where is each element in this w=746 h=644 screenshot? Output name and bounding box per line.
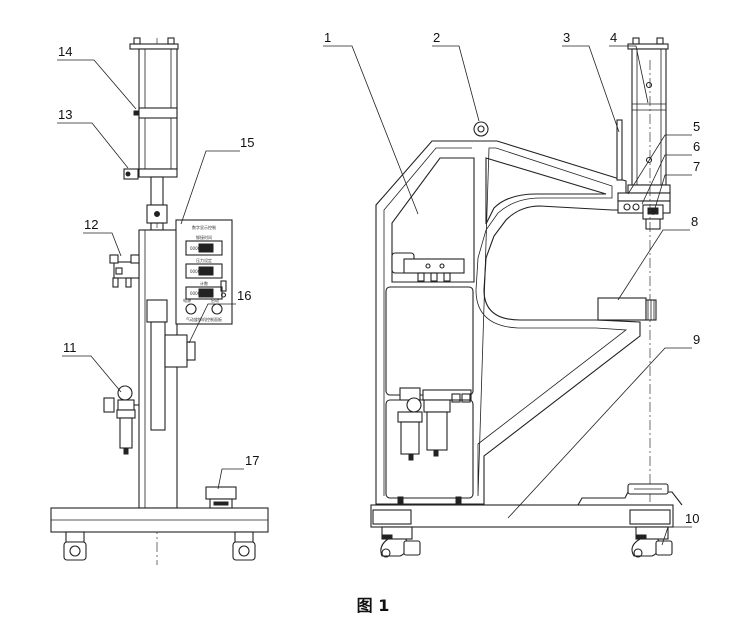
front-solenoid-valve [391,252,465,282]
callout-7: 7 [693,159,700,174]
callout-6: 6 [693,139,700,154]
side-piston-rod [150,176,164,206]
front-anvil [597,297,657,321]
callout-13: 13 [58,107,72,122]
panel-row-label: 压力设定 [196,257,212,263]
frame-window-upper [391,157,475,283]
callout-8: 8 [691,214,698,229]
front-caster-left [380,526,421,558]
frame-window-arm [485,157,607,225]
callout-4: 4 [610,30,617,45]
panel-footer: 气动旋铆机控制面板 [186,316,222,322]
front-caster-right [631,526,673,558]
display-1-value: 0000 [190,246,201,251]
lifting-eye [473,121,489,137]
switch-label: 电源 [183,297,191,303]
power-switch[interactable] [185,303,197,315]
display-2-value: 0000 [190,269,201,274]
display-3-value: 0000 [190,291,201,296]
figure-caption: 图 1 [357,596,390,615]
front-cylinder [627,37,671,194]
frame-window-middle [385,286,474,396]
guide-column [616,119,623,181]
side-slide-block [146,299,168,323]
side-anvil-holder [164,334,188,368]
side-view: 数字显示控制 铆接时间 0000 压力设定 0000 计数 0000 电源 启动… [50,37,269,565]
callout-12: 12 [84,217,98,232]
panel-row-label: 铆接时间 [196,234,212,240]
front-rivet-head [617,192,671,230]
side-foot-pedal [205,486,237,509]
callout-14: 14 [58,44,72,59]
panel-row-label: 计数 [200,280,208,286]
callout-10: 10 [685,511,699,526]
callout-15: 15 [240,135,254,150]
callout-3: 3 [563,30,570,45]
front-base [370,504,674,528]
side-solenoid-valve [109,254,140,288]
callout-labels: 14 13 15 12 16 11 17 1 2 3 4 5 6 7 8 9 1… [57,30,700,546]
switch-label: 启动 [211,297,219,303]
callout-5: 5 [693,119,700,134]
side-filter-regulator [103,385,139,455]
front-filter-units [397,387,472,461]
front-foot-pedal [577,483,683,506]
key-icon [220,280,227,292]
side-caster-left [63,531,87,561]
callout-16: 16 [237,288,251,303]
callout-9: 9 [693,332,700,347]
side-cylinder [123,37,179,180]
side-caster-right [232,531,256,561]
callout-11: 11 [63,340,77,355]
control-panel: 数字显示控制 铆接时间 0000 压力设定 0000 计数 0000 电源 启动… [175,219,233,325]
callout-17: 17 [245,453,259,468]
panel-title: 数字显示控制 [192,224,216,230]
callout-1: 1 [324,30,331,45]
front-view [370,37,683,558]
callout-2: 2 [433,30,440,45]
